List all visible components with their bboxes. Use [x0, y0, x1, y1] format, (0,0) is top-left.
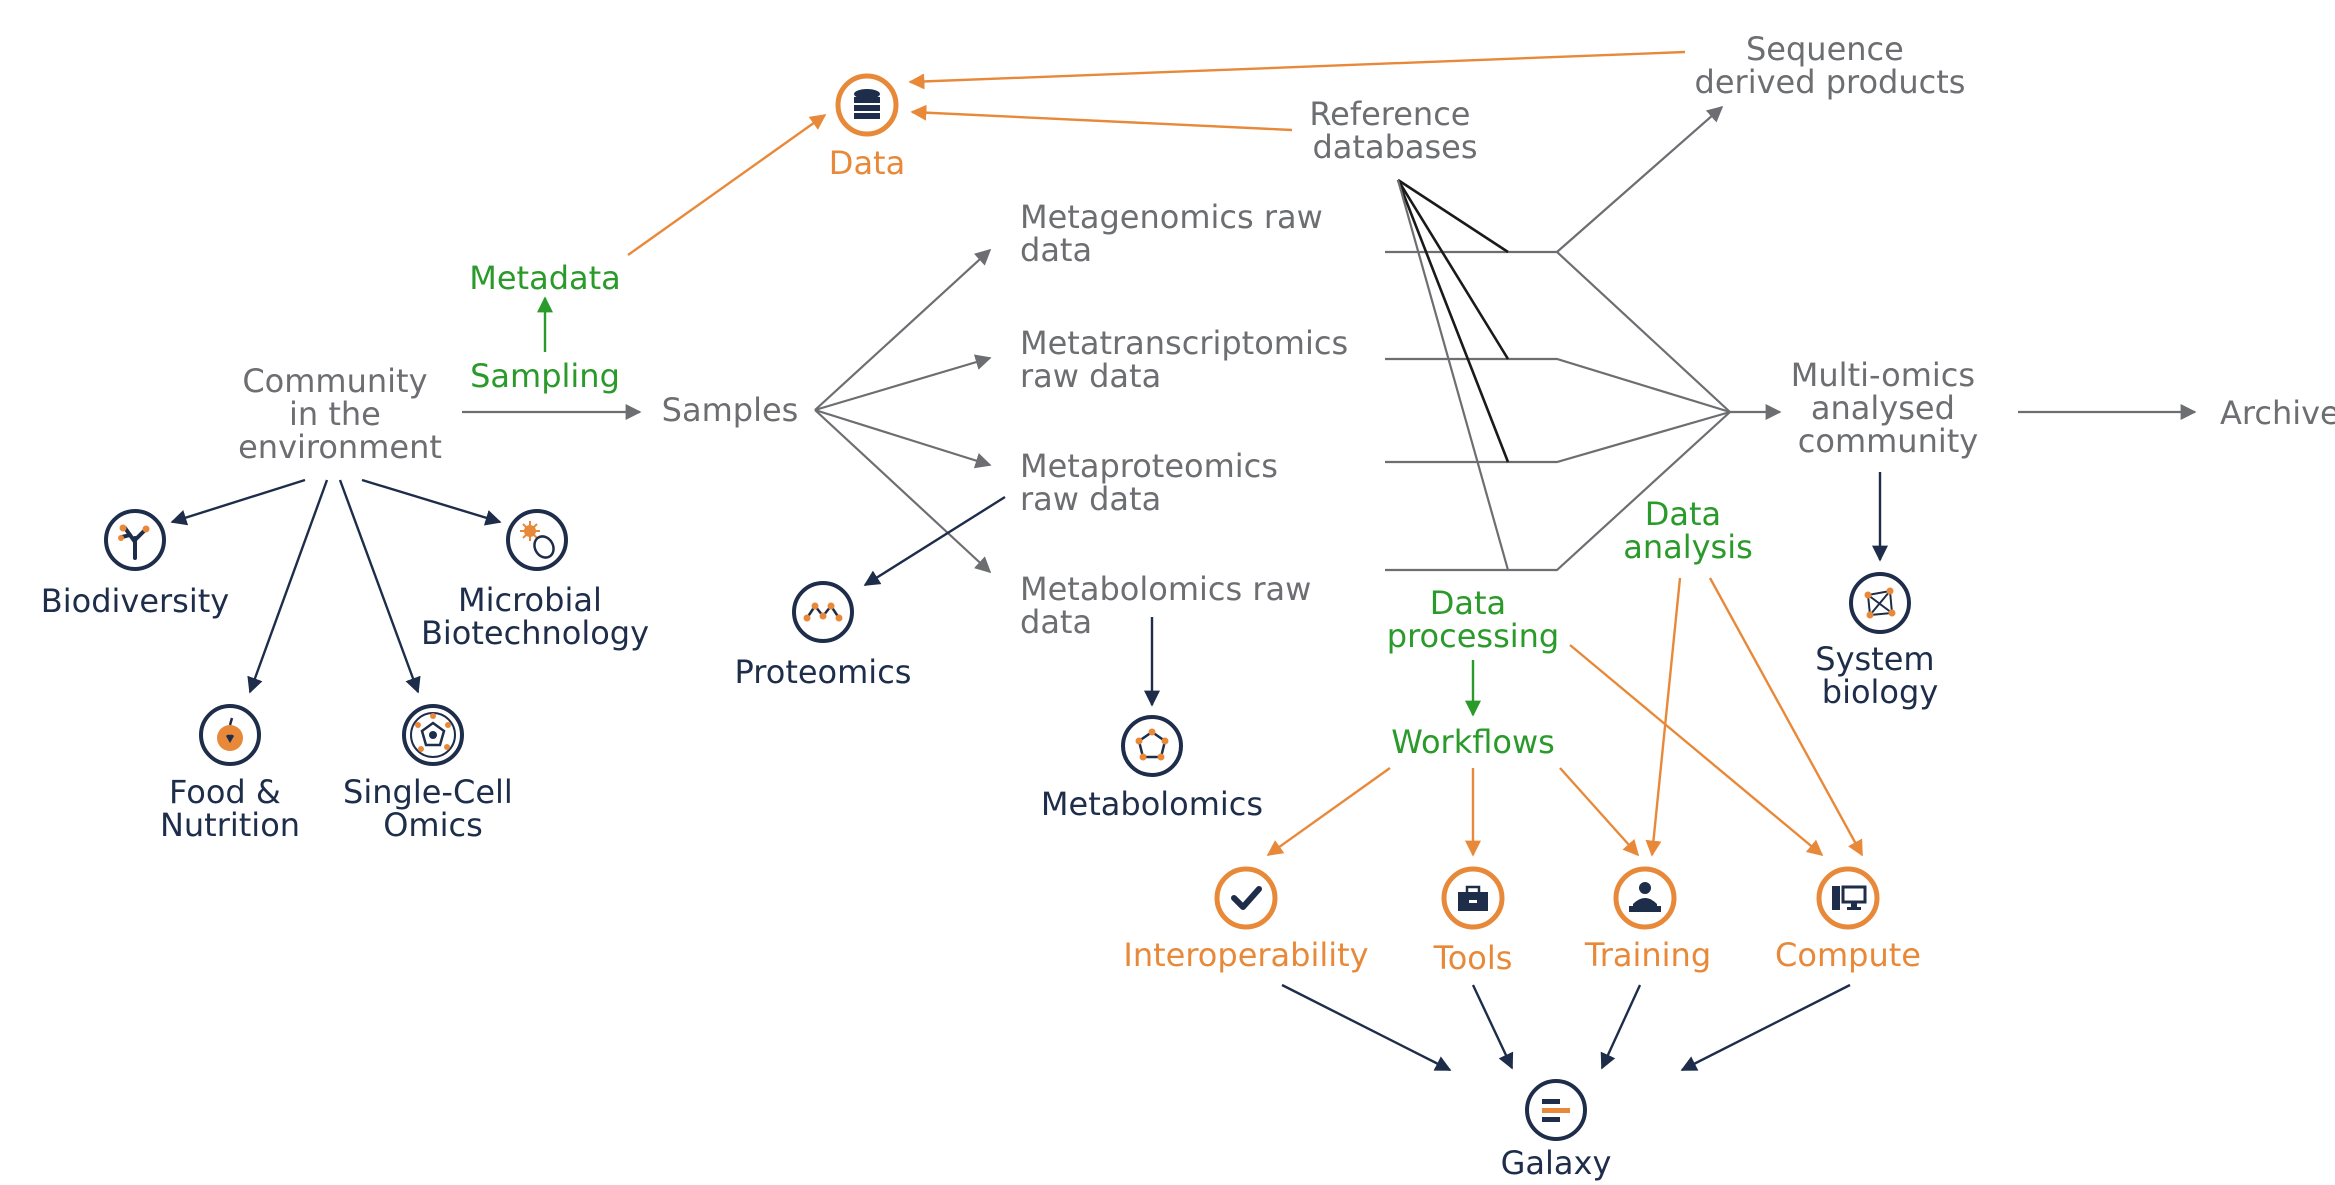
label-sampling: Sampling: [470, 357, 620, 395]
line-metatranscriptomics-merge: [1385, 357, 1731, 414]
label-metabolomics-raw: Metabolomics raw data: [1020, 570, 1321, 641]
checkmark-icon: [1214, 866, 1278, 930]
label-training: Training: [1584, 936, 1711, 974]
label-compute: Compute: [1775, 936, 1921, 974]
arrow-community-to-singlecell: [338, 479, 421, 694]
arrow-analysis-to-training: [1645, 577, 1682, 857]
apple-icon: [199, 704, 261, 766]
cell-icon: [402, 704, 464, 766]
label-biodiversity: Biodiversity: [41, 582, 229, 620]
arrow-analysis-to-compute: [1708, 577, 1864, 857]
label-microbial-biotech: Microbial Biotechnology: [421, 581, 649, 652]
network-icon: [1849, 572, 1911, 634]
arrow-compute-to-galaxy: [1680, 983, 1851, 1072]
line-merge-to-sequence: [1556, 105, 1724, 253]
label-metabolomics: Metabolomics: [1041, 785, 1263, 823]
metabolomics-icon: [1121, 715, 1183, 777]
arrow-metadata-to-data: [627, 114, 827, 256]
arrow-community-to-food: [247, 479, 329, 694]
database-icon: [835, 73, 899, 137]
tree-icon: [104, 509, 166, 571]
label-sequence-products: Sequence derived products: [1695, 30, 1966, 101]
label-reference-databases: Reference databases: [1309, 95, 1480, 166]
arrow-processing-to-compute: [1569, 644, 1824, 857]
icons: [104, 73, 1911, 1141]
label-food-nutrition: Food & Nutrition: [160, 773, 300, 844]
label-metadata: Metadata: [469, 259, 621, 297]
line-refdb-metaproteomics: [1396, 179, 1510, 463]
line-metabolomics-merge: [1385, 411, 1731, 572]
arrow-community-to-biodiversity: [170, 478, 306, 526]
label-community: Community in the environment: [238, 362, 442, 466]
arrow-metaproteomics-to-proteomics: [863, 495, 1006, 587]
microbe-icon: [506, 509, 568, 571]
connectors: [170, 50, 2197, 1072]
line-metaproteomics-merge: [1385, 410, 1731, 464]
trainer-icon: [1613, 866, 1677, 930]
arrow-training-to-galaxy: [1600, 984, 1642, 1070]
label-metatranscriptomics-raw: Metatranscriptomics raw data: [1020, 324, 1358, 395]
proteomics-icon: [792, 581, 854, 643]
arrow-community-to-microbial: [361, 478, 502, 526]
arrow-samples-to-metagenomics: [814, 248, 992, 411]
arrow-tools-to-galaxy: [1471, 984, 1514, 1070]
computer-icon: [1816, 866, 1880, 930]
label-metagenomics-raw: Metagenomics raw data: [1020, 198, 1333, 269]
arrow-refdb-to-data: [910, 104, 1293, 132]
line-refdb-metagenomics: [1397, 178, 1509, 254]
arrow-sequence-to-data: [908, 50, 1686, 90]
arrow-samples-to-metaproteomics: [814, 408, 992, 469]
line-refdb-metatranscriptomics: [1396, 179, 1510, 360]
label-system-biology: System biology: [1815, 640, 1945, 711]
arrow-samples-to-metatranscriptomics: [814, 354, 992, 412]
arrow-workflows-to-interoperability: [1266, 767, 1391, 856]
arrow-workflows-to-training: [1559, 767, 1640, 857]
label-data-processing: Data processing: [1387, 584, 1559, 655]
label-workflows: Workflows: [1391, 723, 1555, 761]
label-multi-omics: Multi-omics analysed community: [1791, 356, 1985, 460]
label-samples: Samples: [662, 391, 799, 429]
galaxy-icon: [1525, 1079, 1587, 1141]
arrow-samples-to-metabolomics: [814, 409, 992, 574]
label-galaxy: Galaxy: [1501, 1144, 1612, 1182]
toolbox-icon: [1441, 866, 1505, 930]
arrow-interoperability-to-galaxy: [1281, 983, 1452, 1072]
label-interoperability: Interoperability: [1123, 936, 1368, 974]
labels: Data Sequence derived products Reference…: [41, 30, 2335, 1182]
label-archive: Archive: [2220, 394, 2335, 432]
label-data-analysis: Data analysis: [1623, 495, 1753, 566]
label-single-cell: Single-Cell Omics: [343, 773, 523, 844]
label-tools: Tools: [1433, 939, 1513, 977]
line-refdb-metabolomics: [1396, 179, 1510, 571]
label-proteomics: Proteomics: [735, 653, 912, 691]
label-data: Data: [829, 144, 905, 182]
label-metaproteomics-raw: Metaproteomics raw data: [1020, 447, 1288, 518]
